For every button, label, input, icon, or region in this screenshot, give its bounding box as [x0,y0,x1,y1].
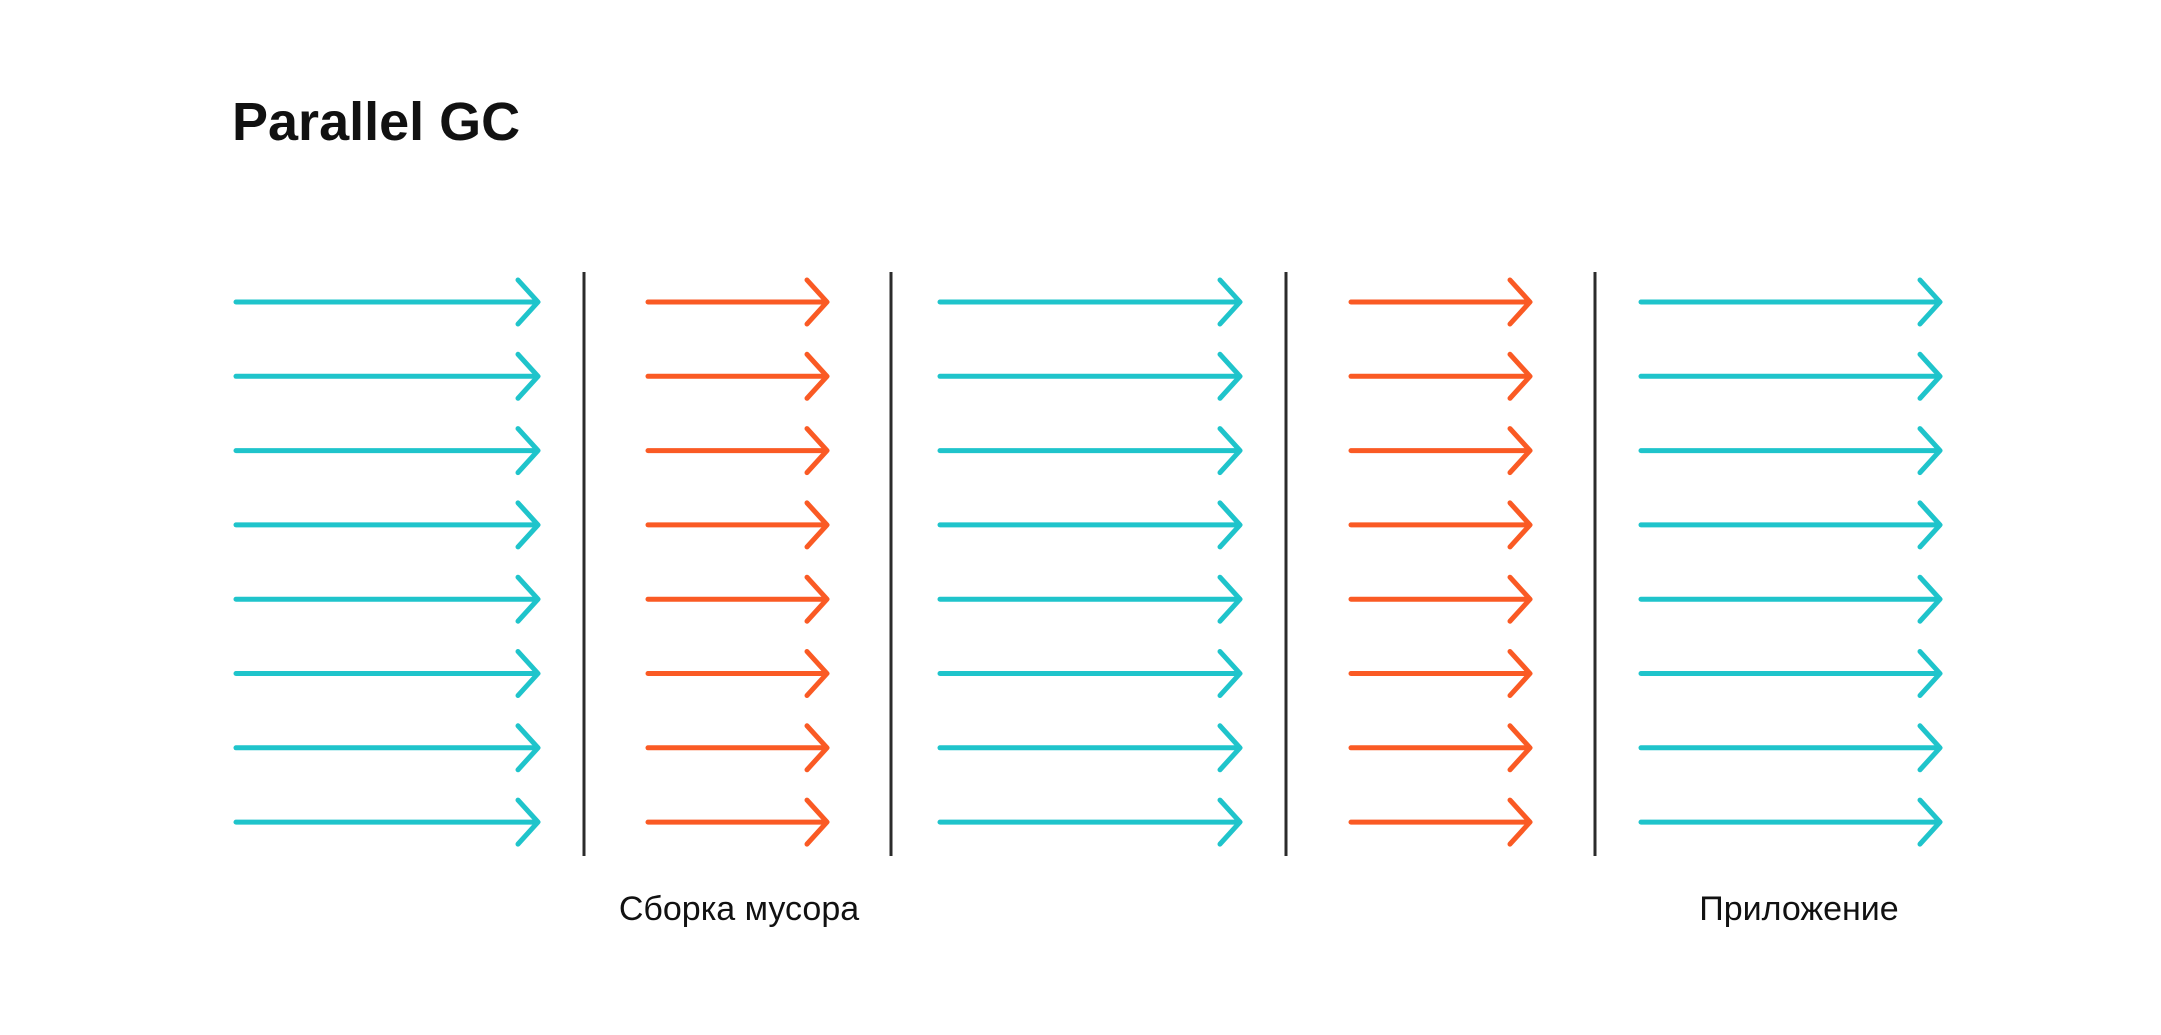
arrow-head [1507,797,1533,847]
arrow-head [804,426,830,476]
gc-thread-arrow [645,797,830,847]
application-thread-arrow [233,277,541,327]
arrow-head [1917,426,1943,476]
application-thread-arrow [233,574,541,624]
application-thread-arrow [937,351,1243,401]
application-thread-arrow [937,649,1243,698]
arrow-head [1917,649,1943,698]
gc-thread-arrow [1348,277,1533,327]
arrow-head [804,500,830,550]
arrow-head [515,426,541,476]
arrow-head [804,351,830,401]
gc-thread-arrow [645,649,830,698]
arrow-head [515,500,541,550]
application-thread-arrow [233,426,541,476]
gc-thread-arrow [645,500,830,550]
arrow-head [515,723,541,773]
application-thread-arrow [1638,426,1943,476]
application-thread-arrow [937,277,1243,327]
application-thread-arrow [1638,723,1943,773]
arrow-head [1917,574,1943,624]
gc-thread-arrow [1348,351,1533,401]
application-thread-arrow [937,426,1243,476]
arrow-head [804,723,830,773]
application-thread-arrow [1638,574,1943,624]
arrow-head [515,351,541,401]
gc-thread-arrow [645,574,830,624]
phase-3-application [937,277,1243,847]
arrow-head [1507,500,1533,550]
arrow-head [1917,500,1943,550]
gc-thread-arrow [1348,500,1533,550]
arrow-head [804,797,830,847]
arrow-head [1507,723,1533,773]
arrow-head [1217,574,1243,624]
application-thread-arrow [233,797,541,847]
phase-2-garbage-collection [645,277,830,847]
application-thread-arrow [233,500,541,550]
arrow-head [1217,723,1243,773]
application-thread-arrow [937,500,1243,550]
arrow-head [1507,574,1533,624]
application-thread-arrow [1638,649,1943,698]
application-thread-arrow [1638,351,1943,401]
application-thread-arrow [1638,500,1943,550]
application-label: Приложение [1699,890,1899,928]
arrow-head [1217,797,1243,847]
application-thread-arrow [233,649,541,698]
gc-thread-arrow [1348,426,1533,476]
arrow-head [1217,351,1243,401]
phase-5-application [1638,277,1943,847]
arrow-head [1217,649,1243,698]
arrow-head [1507,277,1533,327]
arrow-head [1217,277,1243,327]
phase-1-application [233,277,541,847]
application-thread-arrow [937,723,1243,773]
gc-thread-arrow [645,723,830,773]
arrow-head [1917,723,1943,773]
arrow-head [515,277,541,327]
arrow-head [804,277,830,327]
application-thread-arrow [233,351,541,401]
arrow-head [1917,277,1943,327]
gc-thread-arrow [1348,574,1533,624]
arrow-head [1507,649,1533,698]
gc-thread-arrow [1348,723,1533,773]
gc-thread-arrow [1348,649,1533,698]
arrow-head [515,649,541,698]
application-thread-arrow [937,797,1243,847]
arrow-head [1917,351,1943,401]
arrow-head [1217,500,1243,550]
garbage-collection-label: Сборка мусора [618,890,860,928]
application-thread-arrow [1638,797,1943,847]
application-thread-arrow [233,723,541,773]
gc-thread-arrow [645,351,830,401]
gc-thread-arrow [645,426,830,476]
arrow-head [804,649,830,698]
arrow-head [1507,426,1533,476]
phase-4-garbage-collection [1348,277,1533,847]
arrow-head [804,574,830,624]
arrow-head [1917,797,1943,847]
arrow-head [1507,351,1533,401]
gc-thread-arrow [645,277,830,327]
gc-thread-arrow [1348,797,1533,847]
page-title: Parallel GC [232,92,521,152]
arrow-head [1217,426,1243,476]
arrow-head [515,797,541,847]
application-thread-arrow [1638,277,1943,327]
application-thread-arrow [937,574,1243,624]
arrow-head [515,574,541,624]
